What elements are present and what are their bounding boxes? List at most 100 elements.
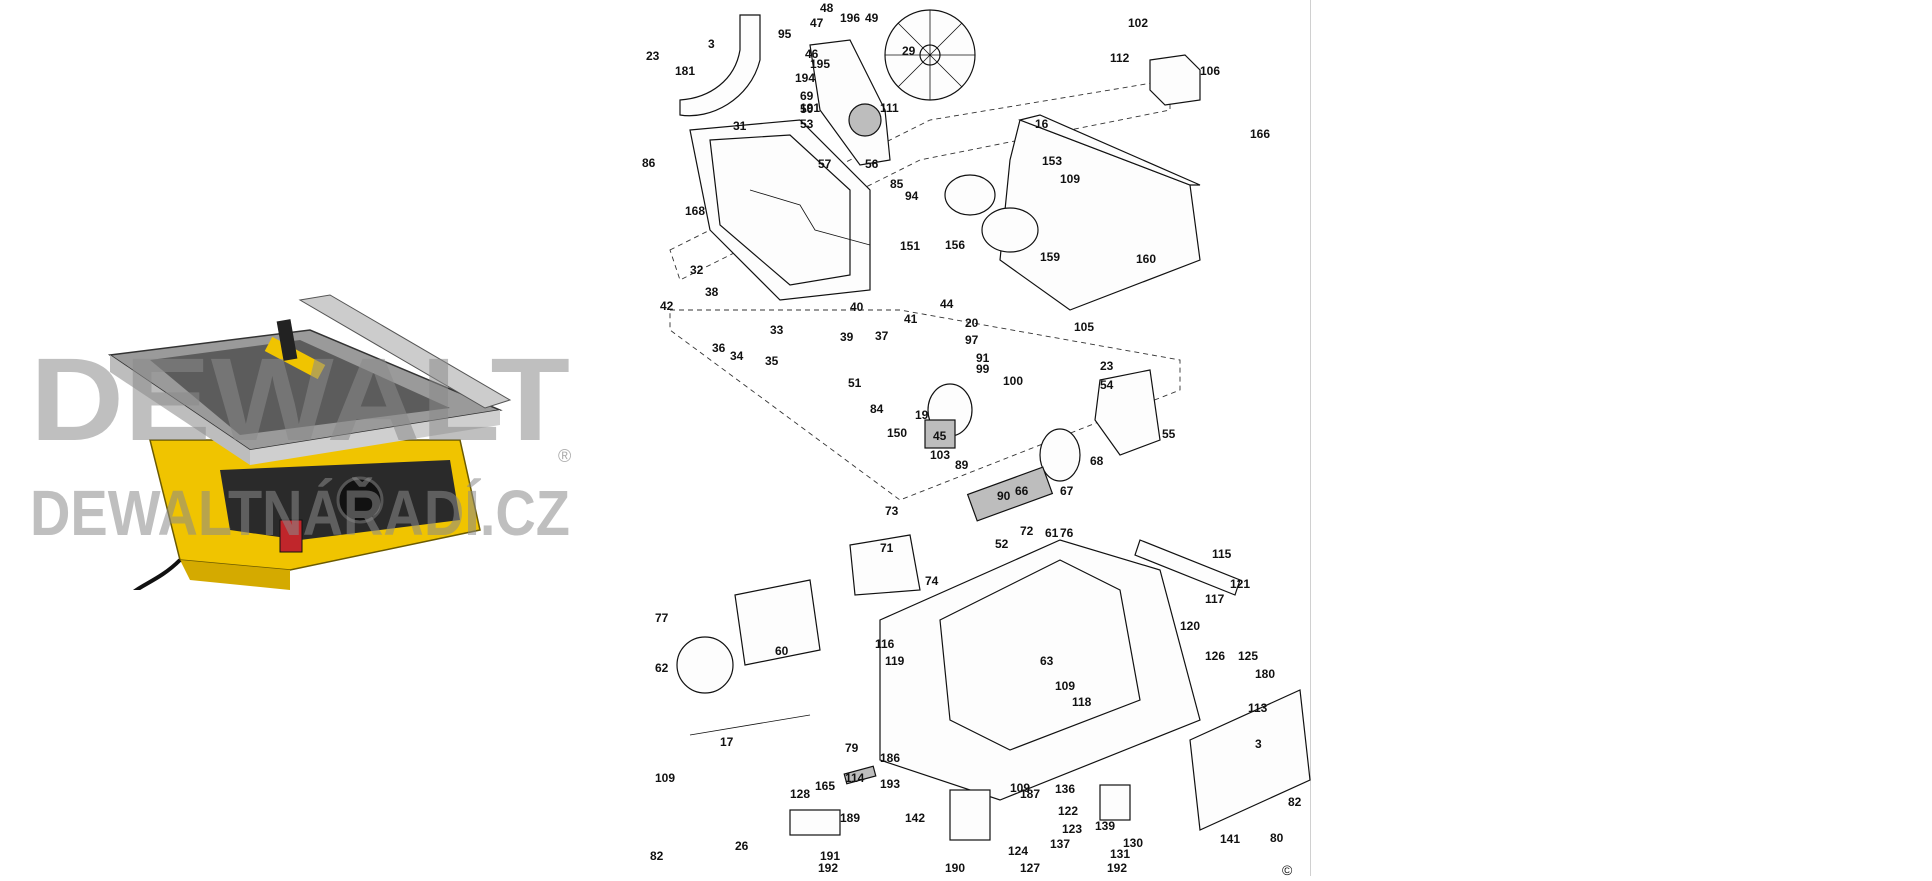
part-191-plug-block bbox=[789, 809, 841, 836]
part-number-label: 119 bbox=[885, 654, 905, 668]
part-number-label: 20 bbox=[965, 316, 979, 330]
part-number-label: 131 bbox=[1110, 847, 1130, 861]
part-66-armature bbox=[966, 466, 1054, 522]
part-number-label: 61 bbox=[1045, 526, 1059, 540]
part-number-label: 71 bbox=[880, 541, 894, 555]
part-number-label: 118 bbox=[1072, 695, 1092, 709]
part-number-label: 38 bbox=[705, 285, 719, 299]
part-number-label: 166 bbox=[1250, 127, 1270, 141]
part-120-wrench bbox=[1134, 539, 1241, 596]
part-number-label: 106 bbox=[1200, 64, 1220, 78]
part-number-label: 82 bbox=[650, 849, 664, 863]
part-number-label: 23 bbox=[646, 49, 660, 63]
part-106-dust-port bbox=[1149, 54, 1201, 106]
part-number-label: 99 bbox=[976, 362, 990, 376]
part-arbor-bearing bbox=[848, 103, 882, 137]
part-number-label: 105 bbox=[1074, 320, 1094, 334]
part-number-label: 55 bbox=[1162, 427, 1176, 441]
part-number-label: 139 bbox=[1095, 819, 1115, 833]
part-number-label: 193 bbox=[880, 777, 900, 791]
part-number-label: 109 bbox=[1055, 679, 1075, 693]
part-number-label: 125 bbox=[1238, 649, 1258, 663]
part-number-label: 37 bbox=[875, 329, 889, 343]
part-number-label: 68 bbox=[1090, 454, 1104, 468]
part-number-label: 41 bbox=[904, 312, 918, 326]
part-number-label: 53 bbox=[800, 117, 814, 131]
part-number-label: 100 bbox=[1003, 374, 1023, 388]
part-number-label: 48 bbox=[820, 1, 834, 15]
part-94-shaft bbox=[749, 189, 871, 246]
part-number-label: 3 bbox=[1255, 737, 1262, 751]
part-number-label: 42 bbox=[660, 299, 674, 313]
brand-watermark: DEWALT ® DEWALTNÁŘADÍ.CZ bbox=[30, 334, 571, 549]
part-number-label: 191 bbox=[800, 101, 820, 115]
part-number-label: 73 bbox=[885, 504, 899, 518]
part-number-label: 196 bbox=[840, 11, 860, 25]
part-number-label: 168 bbox=[685, 204, 705, 218]
part-number-label: 94 bbox=[905, 189, 919, 203]
part-number-label: 90 bbox=[997, 489, 1011, 503]
part-number-label: 16 bbox=[1035, 117, 1049, 131]
part-number-label: 117 bbox=[1205, 592, 1225, 606]
part-number-label: 192 bbox=[818, 861, 838, 875]
part-number-label: 79 bbox=[845, 741, 859, 755]
part-number-label: 187 bbox=[1020, 787, 1040, 801]
part-186-cable bbox=[689, 714, 811, 736]
part-number-label: 39 bbox=[840, 330, 854, 344]
part-number-label: 123 bbox=[1062, 822, 1082, 836]
part-number-label: 52 bbox=[995, 537, 1009, 551]
part-number-label: 67 bbox=[1060, 484, 1074, 498]
copyright-mark: © bbox=[1282, 862, 1293, 878]
part-number-label: 29 bbox=[902, 44, 916, 58]
table-saw-photo: DEWALT ® DEWALTNÁŘADÍ.CZ bbox=[30, 290, 580, 597]
part-number-label: 181 bbox=[675, 64, 695, 78]
part-123-switch bbox=[1099, 784, 1131, 821]
part-61-motor-housing bbox=[734, 579, 821, 666]
part-number-label: 180 bbox=[1255, 667, 1275, 681]
part-number-label: 56 bbox=[865, 157, 879, 171]
part-number-label: 74 bbox=[925, 574, 939, 588]
part-number-label: 113 bbox=[1248, 701, 1268, 715]
part-160-guard-top bbox=[1018, 114, 1201, 186]
part-number-label: 50 bbox=[800, 102, 814, 116]
part-number-label: 40 bbox=[850, 300, 864, 314]
part-71-stator bbox=[849, 534, 921, 596]
part-number-label: 17 bbox=[720, 735, 734, 749]
part-number-label: 159 bbox=[1040, 250, 1060, 264]
watermark-brand: DEWALT bbox=[30, 334, 570, 466]
part-number-label: 126 bbox=[1205, 649, 1225, 663]
part-number-label: 66 bbox=[1015, 484, 1029, 498]
part-number-label: 186 bbox=[880, 751, 900, 765]
part-number-label: 112 bbox=[1110, 51, 1130, 65]
part-63-fan-cover bbox=[676, 636, 734, 694]
part-number-label: 36 bbox=[712, 341, 726, 355]
part-number-label: 121 bbox=[1230, 577, 1250, 591]
part-number-label: 85 bbox=[890, 177, 904, 191]
part-number-label: 160 bbox=[1136, 252, 1156, 266]
part-number-label: 136 bbox=[1055, 782, 1075, 796]
panel-divider bbox=[1310, 0, 1311, 876]
part-number-label: 165 bbox=[815, 779, 835, 793]
part-number-label: 86 bbox=[642, 156, 656, 170]
part-number-label: 72 bbox=[1020, 524, 1034, 538]
part-95-arm bbox=[679, 14, 761, 117]
part-number-label: 137 bbox=[1050, 837, 1070, 851]
part-number-label: 103 bbox=[930, 448, 950, 462]
part-number-label: 142 bbox=[905, 811, 925, 825]
part-number-label: 33 bbox=[770, 323, 784, 337]
part-number-label: 60 bbox=[775, 644, 789, 658]
part-number-label: 84 bbox=[870, 402, 884, 416]
part-number-label: 34 bbox=[730, 349, 744, 363]
part-number-label: 195 bbox=[810, 57, 830, 71]
watermark-site: DEWALTNÁŘADÍ.CZ bbox=[30, 476, 570, 549]
part-number-label: 51 bbox=[848, 376, 862, 390]
part-159-dust-tube bbox=[981, 207, 1039, 253]
part-number-label: 23 bbox=[1100, 359, 1114, 373]
part-number-label: 89 bbox=[955, 458, 969, 472]
part-193-sleeve bbox=[843, 765, 877, 785]
part-number-label: 194 bbox=[795, 71, 815, 85]
part-number-label: 19 bbox=[915, 408, 929, 422]
